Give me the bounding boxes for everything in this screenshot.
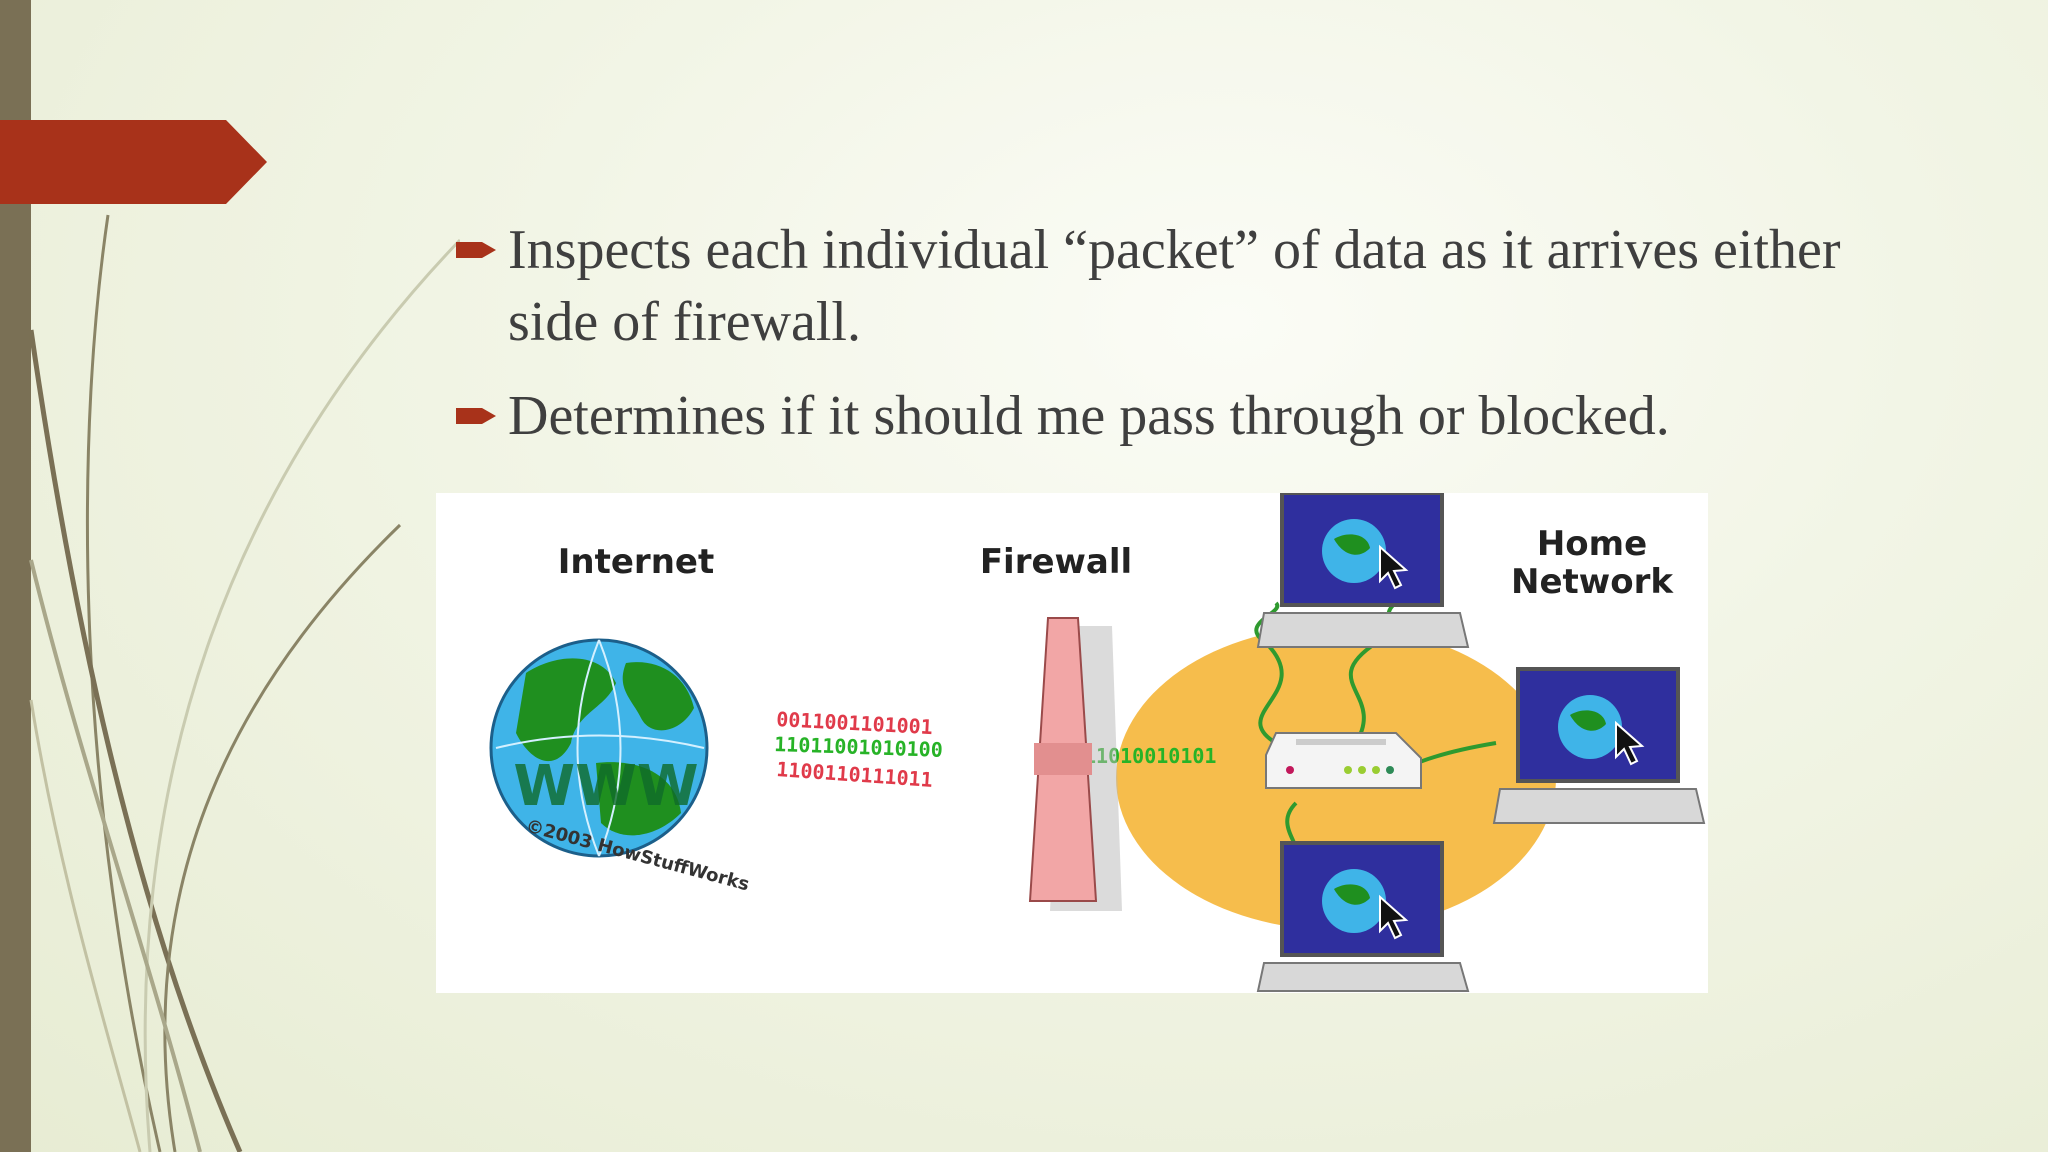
binary-stream-green: 11011001010100 [774,732,943,762]
computer-icon-bottom [1256,841,1470,992]
bullet-text: Inspects each individual “packet” of dat… [508,219,1841,353]
arrow-bullet-icon [456,408,496,424]
firewall-wall-icon [1028,617,1122,911]
home-network-label-line2: Network [1511,562,1674,602]
decorative-curves [28,214,460,1152]
bullet-list: Inspects each individual “packet” of dat… [450,214,1870,474]
firewall-diagram: Internet Firewall Home Network WWW ©2003… [436,493,1708,993]
title-accent-tag [0,120,267,204]
firewall-label: Firewall [980,542,1132,582]
bullet-item: Determines if it should me pass through … [450,380,1870,452]
binary-stream-red-bottom: 1100110111011 [776,757,934,792]
bullet-item: Inspects each individual “packet” of dat… [450,214,1870,358]
arrow-bullet-icon [456,242,496,258]
internet-label: Internet [558,542,714,582]
bullet-text: Determines if it should me pass through … [508,385,1670,447]
router-icon [1265,732,1422,789]
home-network-label-line1: Home [1537,524,1647,564]
computer-icon-right [1492,667,1706,824]
internet-globe-icon: WWW [489,638,709,858]
globe-www-text: WWW [513,754,698,819]
computer-icon-top [1256,493,1470,648]
